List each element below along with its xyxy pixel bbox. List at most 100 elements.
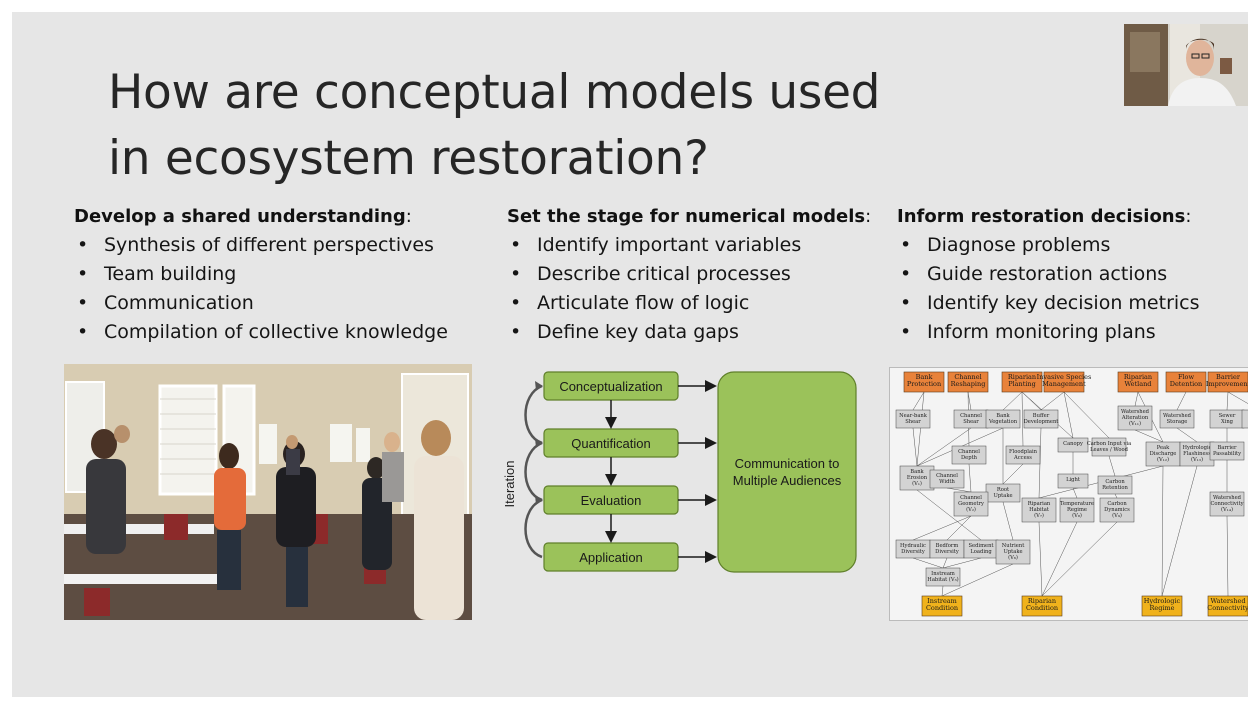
svg-text:Canopy: Canopy [1063, 441, 1083, 447]
list-item: Identify important variables [507, 231, 871, 260]
svg-text:Uptake: Uptake [1003, 549, 1022, 555]
list-item: Team building [74, 260, 448, 289]
slide: How are conceptual models used in ecosys… [12, 12, 1248, 697]
column-numerical-models: Set the stage for numerical models: Iden… [507, 206, 871, 347]
svg-text:Watershed: Watershed [1210, 597, 1245, 605]
column-shared-understanding: Develop a shared understanding: Synthesi… [74, 206, 448, 347]
svg-text:Riparian: Riparian [1008, 373, 1036, 381]
svg-text:Nutrient: Nutrient [1002, 543, 1026, 549]
flow-step-quantification: Quantification [543, 428, 679, 458]
svg-text:(V₇): (V₇) [1034, 512, 1044, 519]
svg-text:Carbon: Carbon [1105, 479, 1125, 485]
svg-text:Carbon: Carbon [1107, 501, 1127, 507]
svg-text:Shear: Shear [963, 419, 979, 425]
column-heading: Inform restoration decisions: [897, 206, 1192, 227]
svg-text:Watershed: Watershed [1163, 413, 1192, 419]
svg-text:Reshaping: Reshaping [951, 380, 986, 388]
list-item: Guide restoration actions [897, 260, 1200, 289]
column-heading: Set the stage for numerical models: [507, 206, 872, 227]
svg-text:Riparian: Riparian [1124, 373, 1152, 381]
svg-text:Sediment: Sediment [968, 543, 994, 549]
svg-text:Erosion: Erosion [907, 475, 928, 481]
svg-text:Connectivity: Connectivity [1210, 501, 1243, 507]
svg-text:Barrier: Barrier [1217, 445, 1237, 451]
svg-text:Regime: Regime [1067, 507, 1087, 513]
svg-text:(V₆): (V₆) [1008, 554, 1018, 561]
list-item: Synthesis of different perspectives [74, 231, 448, 260]
slide-title-line-1: How are conceptual models used [108, 65, 881, 120]
iteration-flow-diagram: Conceptualization Quantification Evaluat… [502, 364, 862, 622]
svg-text:Vegetation: Vegetation [988, 419, 1018, 425]
list-item: Define key data gaps [507, 318, 871, 347]
svg-text:Communication to: Communication to [735, 456, 840, 471]
concept-map-node: Light [1057, 473, 1089, 489]
workshop-photo-image [64, 364, 472, 620]
svg-text:Wetland: Wetland [1125, 380, 1152, 388]
iteration-label: Iteration [502, 461, 517, 508]
flow-output-communication: Communication to Multiple Audiences [717, 371, 857, 573]
svg-text:Quantification: Quantification [571, 436, 651, 451]
flow-step-application: Application [543, 542, 679, 572]
svg-text:(V₈): (V₈) [1072, 512, 1082, 519]
svg-text:Channel: Channel [954, 373, 981, 381]
list-item: Communication [74, 289, 448, 318]
concept-map-node: RoadXing [1241, 409, 1248, 429]
bullet-list: Synthesis of different perspectives Team… [74, 231, 448, 347]
svg-text:Hydraulic: Hydraulic [900, 543, 926, 549]
svg-text:Leaves / Wood: Leaves / Wood [1090, 447, 1129, 453]
svg-text:Bank: Bank [996, 413, 1010, 419]
list-item: Articulate flow of logic [507, 289, 871, 318]
svg-text:Condition: Condition [926, 604, 958, 612]
svg-text:Planting: Planting [1008, 380, 1036, 388]
svg-text:Loading: Loading [970, 549, 992, 555]
svg-text:Development: Development [1024, 419, 1060, 425]
svg-text:Watershed: Watershed [1213, 495, 1242, 501]
svg-text:(V₉): (V₉) [1112, 512, 1122, 519]
svg-text:Channel: Channel [936, 473, 958, 479]
list-item: Describe critical processes [507, 260, 871, 289]
svg-text:Flashiness: Flashiness [1183, 451, 1211, 457]
svg-text:Channel: Channel [960, 495, 982, 501]
svg-text:(V₁₄): (V₁₄) [1221, 506, 1233, 513]
svg-text:Protection: Protection [907, 380, 941, 388]
svg-text:Retention: Retention [1102, 485, 1128, 491]
svg-text:(V₁₁): (V₁₁) [1129, 420, 1141, 427]
svg-text:Management: Management [1042, 380, 1086, 388]
svg-text:Barrier: Barrier [1216, 373, 1241, 381]
svg-text:Width: Width [939, 479, 955, 485]
svg-text:Temperature: Temperature [1060, 501, 1094, 507]
svg-text:Habitat: Habitat [1029, 507, 1050, 513]
svg-text:Connectivity: Connectivity [1207, 604, 1248, 612]
svg-text:Alteration: Alteration [1121, 415, 1149, 421]
svg-text:Access: Access [1013, 455, 1032, 461]
svg-text:Dynamics: Dynamics [1104, 507, 1130, 513]
svg-text:Light: Light [1066, 477, 1081, 483]
column-heading: Develop a shared understanding: [74, 206, 412, 227]
svg-text:Condition: Condition [1026, 604, 1058, 612]
svg-text:Improvement: Improvement [1206, 380, 1248, 388]
